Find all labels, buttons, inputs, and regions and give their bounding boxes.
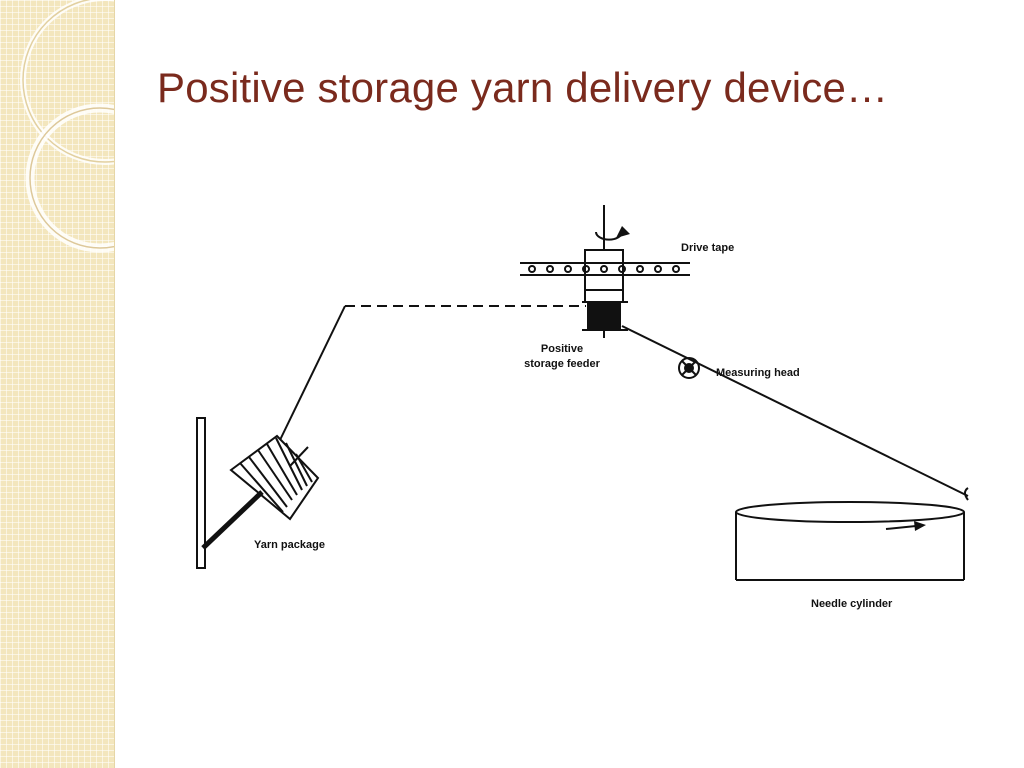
yarn-path-incline bbox=[279, 305, 346, 441]
drive-tape bbox=[520, 262, 690, 276]
measuring-head bbox=[678, 357, 700, 379]
yarn-package bbox=[229, 434, 320, 521]
yarn-guide-hook bbox=[964, 487, 969, 501]
feeder-label-line2: storage feeder bbox=[524, 358, 601, 370]
needle-cylinder bbox=[735, 501, 965, 581]
needle-cylinder-label: Needle cylinder bbox=[811, 598, 893, 610]
positive-storage-feeder bbox=[582, 249, 628, 338]
yarn-path-to-cylinder bbox=[621, 325, 969, 497]
creel-post bbox=[196, 417, 206, 569]
decorative-side-strip bbox=[0, 0, 115, 768]
feeder-label-line1: Positive bbox=[541, 343, 583, 355]
drive-tape-label: Drive tape bbox=[681, 242, 734, 254]
decorative-rings bbox=[20, 0, 114, 253]
yarn-package-label: Yarn package bbox=[254, 539, 325, 551]
slide-title: Positive storage yarn delivery device… bbox=[157, 64, 889, 111]
measuring-head-label: Measuring head bbox=[716, 367, 800, 379]
package-spindle bbox=[201, 490, 264, 550]
